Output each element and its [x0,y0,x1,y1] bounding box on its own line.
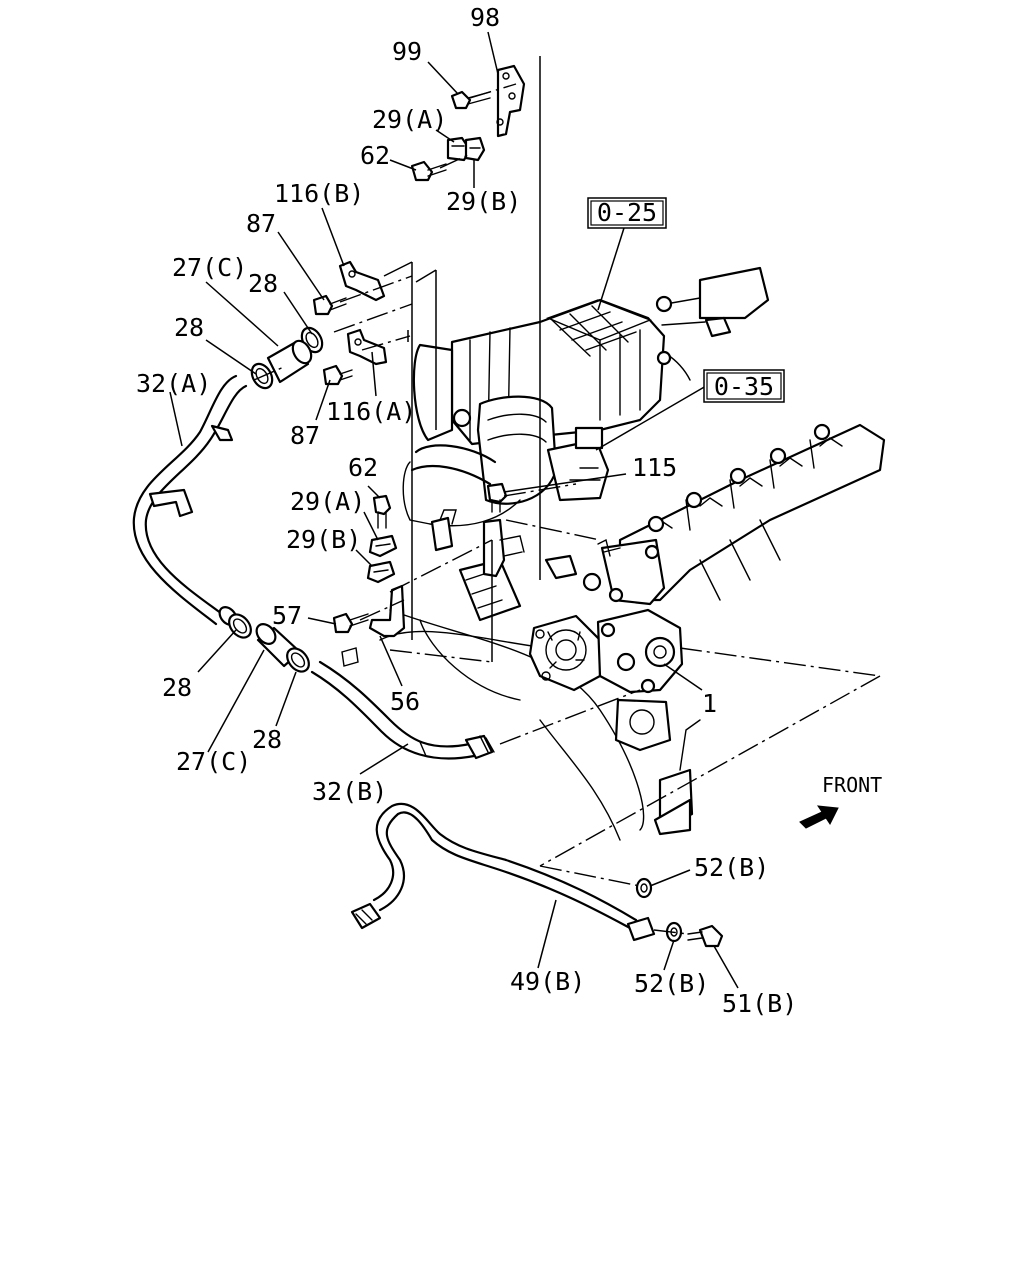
label-32a: 32(A) [136,369,211,398]
pipe-32b [310,660,495,760]
bolt-57 [332,612,369,634]
air-pump [528,608,684,694]
label-29b-top: 29(B) [446,187,521,216]
front-arrow-icon [799,805,839,829]
clamp-28-d [286,647,310,673]
clip-29b-top [464,136,486,162]
label-56: 56 [390,687,420,716]
label-87-bottom: 87 [290,421,320,450]
ref-0-25: 0-25 [597,198,657,227]
assembly-lines [253,56,881,935]
label-28-c: 28 [162,673,192,702]
leader-lines [169,31,739,989]
label-116a: 116(A) [326,397,416,426]
ref-0-35: 0-35 [714,372,774,401]
bolt-51b [687,924,724,948]
bracket-mid [430,509,525,578]
label-62-top: 62 [360,141,390,170]
label-57: 57 [272,601,302,630]
clip-29a-mid [368,534,398,558]
label-87-top: 87 [246,209,276,238]
bracket-116a [346,328,388,366]
label-29b-mid: 29(B) [286,525,361,554]
bolt-62-mid [372,494,392,529]
bolt-62-top [410,160,447,182]
front-label: FRONT [822,773,882,797]
label-49b: 49(B) [510,967,585,996]
label-1: 1 [702,689,717,718]
ref-box-0-25: 0-25 [587,197,667,229]
intake-pipe [698,266,770,320]
bolt-87-top [312,294,347,316]
bolt-115 [486,482,508,513]
label-52b-bottom: 52(B) [634,969,709,998]
front-indicator: FRONT [799,773,882,829]
bracket-right [544,538,621,580]
label-51b: 51(B) [722,989,797,1018]
pipe-49b [350,802,656,942]
engine-assembly [379,266,886,841]
label-115: 115 [632,453,677,482]
label-52b-top: 52(B) [694,853,769,882]
label-28-a: 28 [248,269,278,298]
label-27c-bottom: 27(C) [176,747,251,776]
label-27c-top: 27(C) [172,253,247,282]
label-99: 99 [392,37,422,66]
label-29a-top: 29(A) [372,105,447,134]
label-29a-mid: 29(A) [290,487,365,516]
washer-52b-top [635,877,653,899]
label-116b: 116(B) [274,179,364,208]
label-32b: 32(B) [312,777,387,806]
label-98: 98 [470,3,500,32]
bracket-98 [496,64,526,138]
label-28-b: 28 [174,313,204,342]
part-labels: 98 99 29(A) 62 29(B) 116(B) 87 27(C) 28 … [136,3,797,1018]
label-28-d: 28 [252,725,282,754]
hose-27c-top [266,339,313,384]
ref-box-0-35: 0-35 [703,369,785,403]
bolt-99 [450,90,491,110]
bolt-87-bottom [322,364,353,386]
pipe-32a [132,374,248,626]
bracket-116b [338,260,386,302]
clip-29b-mid [366,560,396,584]
label-62-mid: 62 [348,453,378,482]
